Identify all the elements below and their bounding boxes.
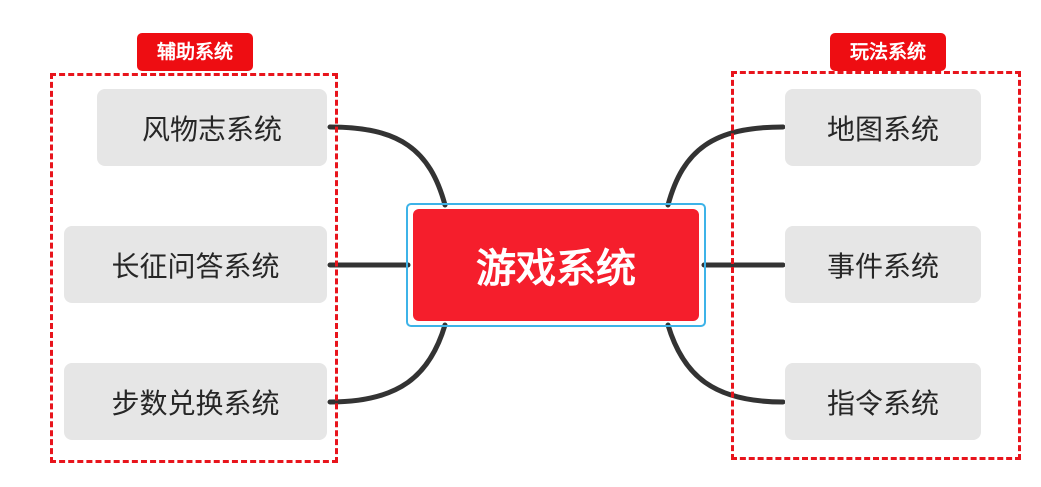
node-ditu[interactable]: 地图系统	[785, 89, 981, 166]
node-changzheng-wenda[interactable]: 长征问答系统	[64, 226, 327, 303]
node-zhiling[interactable]: 指令系统	[785, 363, 981, 440]
center-node[interactable]: 游戏系统	[413, 209, 699, 321]
connector-left-bottom	[327, 322, 448, 405]
right-group-box	[731, 71, 1021, 460]
left-group-box	[50, 73, 338, 463]
node-bushu-duihuan[interactable]: 步数兑换系统	[64, 363, 327, 440]
connector-right-bottom	[665, 322, 786, 405]
center-node-outline	[406, 203, 706, 327]
left-group-tag: 辅助系统	[137, 33, 253, 71]
connector-left-top	[327, 124, 448, 208]
node-fengwuzhi[interactable]: 风物志系统	[97, 89, 327, 166]
right-group-tag: 玩法系统	[830, 33, 946, 71]
connector-right-top	[665, 124, 786, 208]
node-shijian[interactable]: 事件系统	[785, 226, 981, 303]
